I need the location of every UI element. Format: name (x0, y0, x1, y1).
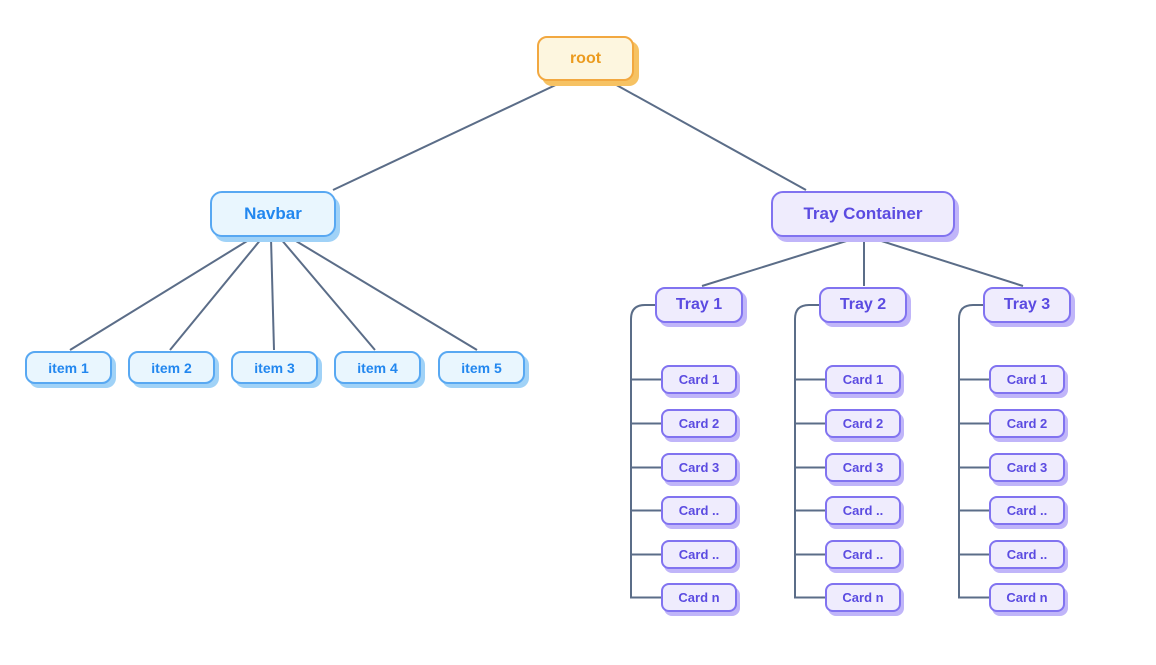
node-tray2-card-3: Card 3 (825, 453, 901, 482)
node-tray2-card-2: Card 2 (825, 409, 901, 438)
edge-container-tray3 (871, 237, 1024, 287)
node-tray1-card-n: Card n (661, 583, 737, 612)
node-tray3-card-n: Card n (989, 583, 1065, 612)
node-tray3-card-5: Card .. (989, 540, 1065, 569)
edge-navbar-item4 (279, 237, 376, 351)
node-tray-3: Tray 3 (983, 287, 1071, 323)
edge-root-tray-container (610, 81, 807, 191)
node-item-1: item 1 (25, 351, 112, 384)
node-item-2: item 2 (128, 351, 215, 384)
edge-navbar-item2 (169, 237, 263, 351)
node-tray3-card-1: Card 1 (989, 365, 1065, 394)
edge-navbar-item3 (270, 237, 275, 351)
node-item-3: item 3 (231, 351, 318, 384)
node-tray2-card-4: Card .. (825, 496, 901, 525)
bracket-tray3 (958, 304, 989, 599)
edge-navbar-item1 (69, 237, 253, 351)
node-tray1-card-1: Card 1 (661, 365, 737, 394)
node-tray2-card-1: Card 1 (825, 365, 901, 394)
node-tray-1: Tray 1 (655, 287, 743, 323)
node-tray1-card-5: Card .. (661, 540, 737, 569)
bracket-tray1 (630, 304, 661, 599)
node-tray3-card-3: Card 3 (989, 453, 1065, 482)
node-tray2-card-5: Card .. (825, 540, 901, 569)
node-tray-container: Tray Container (771, 191, 955, 237)
node-tray1-card-3: Card 3 (661, 453, 737, 482)
node-tray-2: Tray 2 (819, 287, 907, 323)
node-tray3-card-2: Card 2 (989, 409, 1065, 438)
node-root: root (537, 36, 634, 81)
node-navbar: Navbar (210, 191, 336, 237)
node-tray3-card-4: Card .. (989, 496, 1065, 525)
edge-navbar-item5 (290, 237, 478, 351)
node-tray2-card-n: Card n (825, 583, 901, 612)
node-tray1-card-4: Card .. (661, 496, 737, 525)
edge-container-tray1 (701, 237, 857, 287)
node-item-5: item 5 (438, 351, 525, 384)
bracket-tray2 (794, 304, 825, 599)
node-tray1-card-2: Card 2 (661, 409, 737, 438)
node-item-4: item 4 (334, 351, 421, 384)
edge-root-navbar (332, 81, 563, 191)
